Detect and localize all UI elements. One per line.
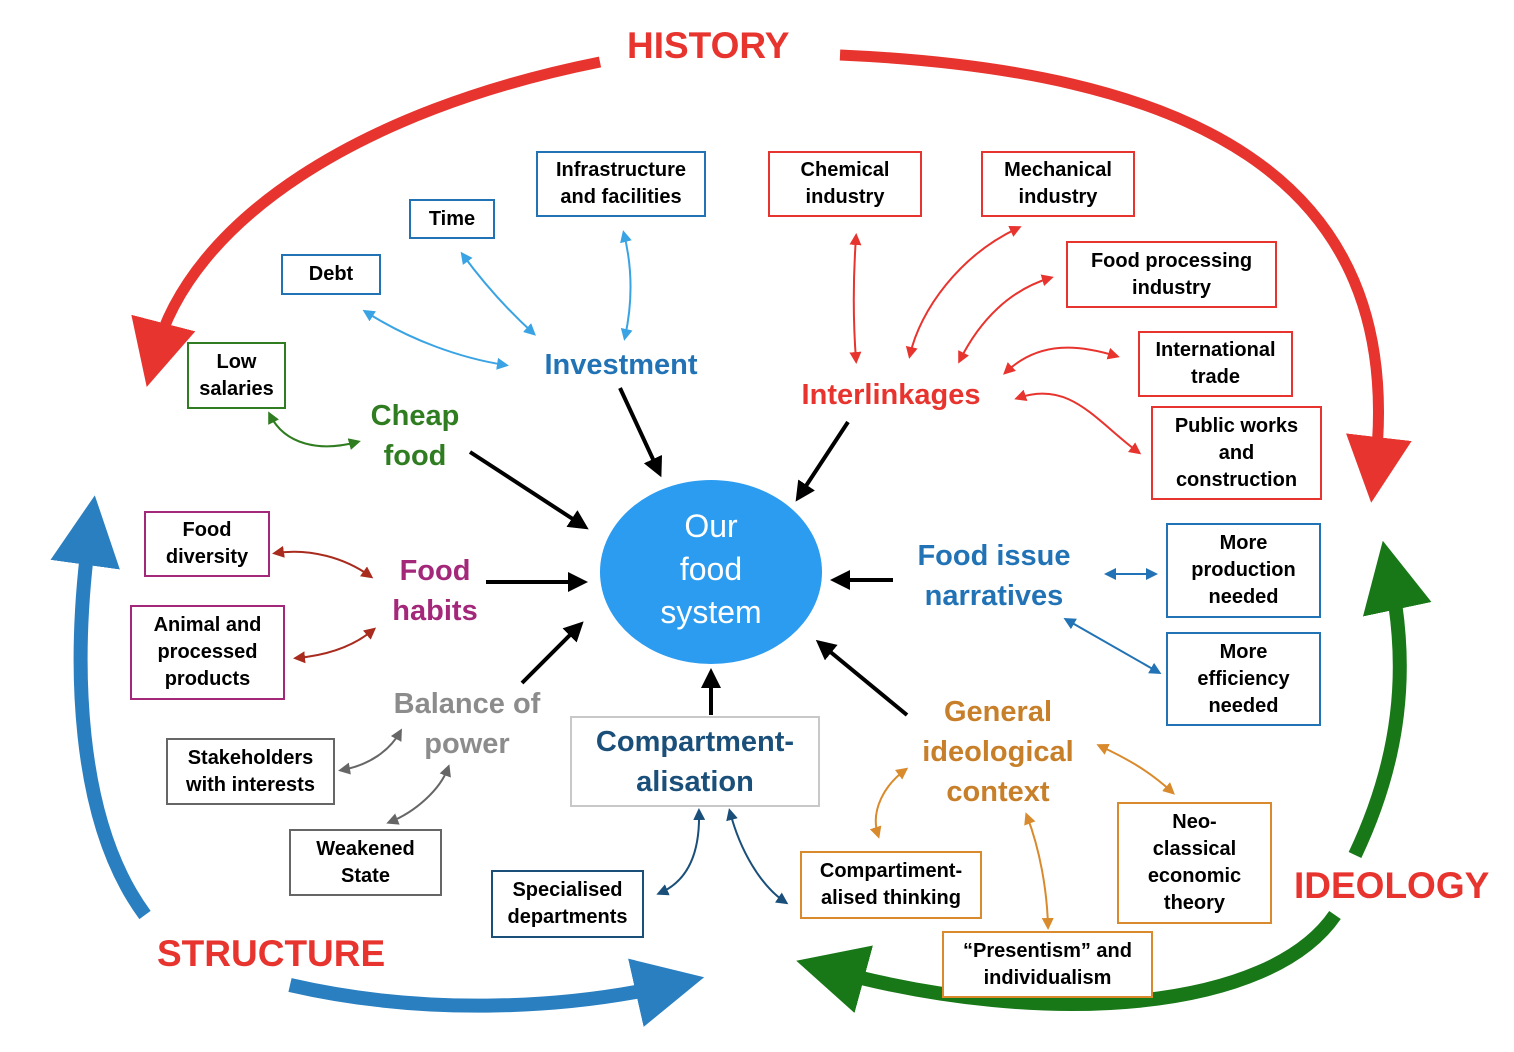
center-ellipse: [600, 480, 822, 664]
hub-compartmentalisation: Compartment- alisation: [570, 716, 820, 807]
hub-investment: Investment: [544, 349, 698, 381]
arrow-investment-center: [618, 387, 663, 478]
box-food-processing-industry: Food processing industry: [1066, 241, 1277, 308]
box-stakeholders: Stakeholders with interests: [166, 738, 335, 805]
box-food-diversity: Food diversity: [144, 511, 270, 577]
arrow-ideological-center: [815, 639, 909, 717]
structure-arrow-right: [288, 958, 705, 1027]
box-chemical-industry: Chemical industry: [768, 151, 922, 217]
box-time: Time: [409, 199, 495, 239]
box-low-salaries: Low salaries: [187, 342, 286, 409]
arrow-power-center: [520, 621, 584, 685]
box-mechanical-industry: Mechanical industry: [981, 151, 1135, 217]
history-arrow-right: [839, 49, 1412, 503]
box-infrastructure: Infrastructure and facilities: [536, 151, 706, 217]
box-specialised-departments: Specialised departments: [491, 870, 644, 938]
hub-balance-of-power: Balance of power: [393, 688, 541, 760]
box-international-trade: International trade: [1138, 331, 1293, 397]
hub-food-issue-narratives: Food issue narratives: [917, 540, 1071, 612]
hub-food-habits: Food habits: [392, 555, 478, 627]
ideology-arrow-left: [796, 910, 1341, 1013]
structure-label: STRUCTURE: [157, 933, 386, 974]
history-arrow-left: [131, 56, 602, 387]
box-more-production: More production needed: [1166, 523, 1321, 618]
box-animal-processed: Animal and processed products: [130, 605, 285, 700]
ideology-label: IDEOLOGY: [1294, 865, 1490, 906]
box-more-efficiency: More efficiency needed: [1166, 632, 1321, 726]
box-weakened-state: Weakened State: [289, 829, 442, 896]
hub-cheap-food: Cheap food: [370, 400, 460, 472]
box-presentism: “Presentism” and individualism: [942, 931, 1153, 998]
box-neoclassical: Neo- classical economic theory: [1117, 802, 1272, 924]
history-label: HISTORY: [627, 25, 790, 66]
hub-general-ideological-context: General ideological context: [922, 696, 1074, 808]
ideology-arrow-up: [1348, 540, 1432, 858]
box-compartimentalised-thinking: Compartiment- alised thinking: [800, 851, 982, 919]
hub-interlinkages: Interlinkages: [801, 379, 981, 411]
structure-arrow-up: [50, 495, 151, 920]
arrow-cheapfood-center: [468, 450, 589, 530]
box-public-works: Public works and construction: [1151, 406, 1322, 500]
arrow-interlinkages-center: [795, 420, 850, 502]
box-debt: Debt: [281, 254, 381, 295]
center-label: Our food system: [660, 508, 762, 630]
